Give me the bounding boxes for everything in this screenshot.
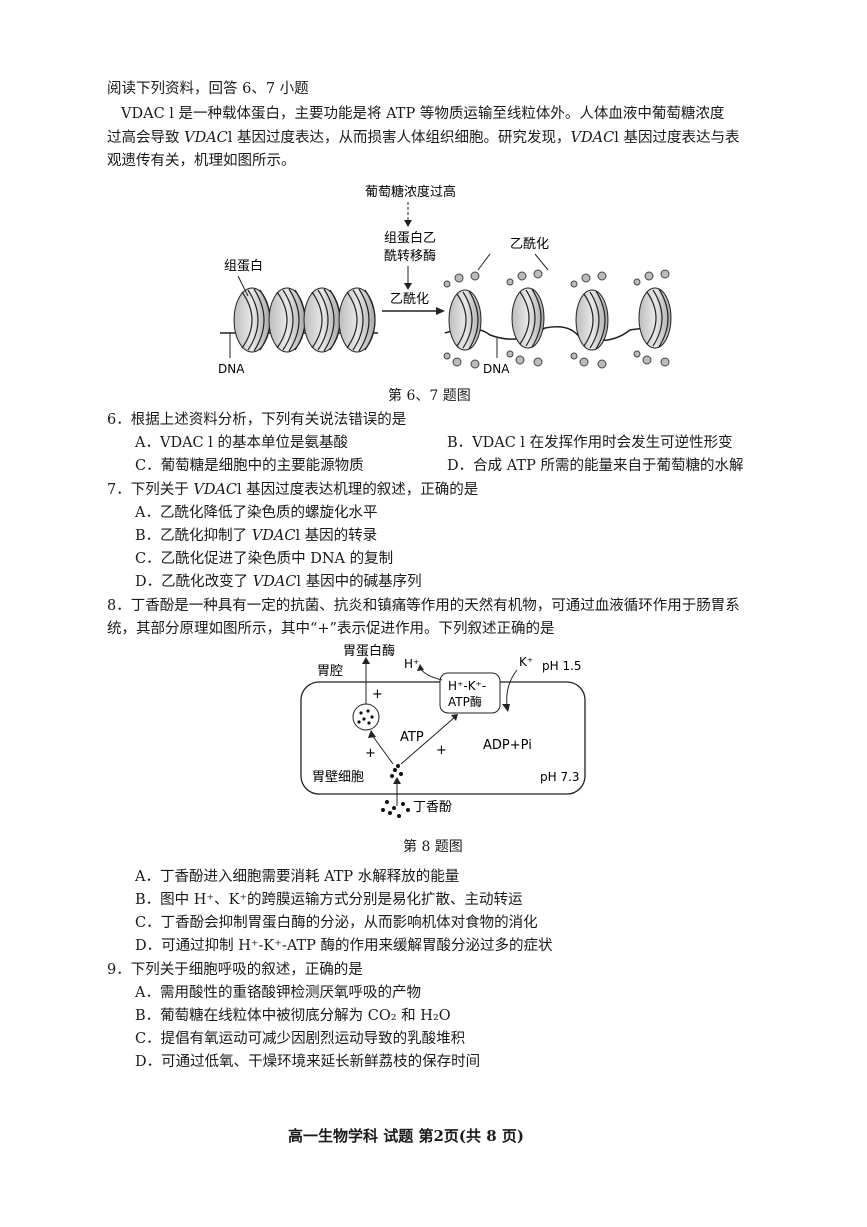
ph-inside-label: pH 7.3: [540, 770, 580, 784]
q9-option-c: C．提倡有氧运动可减少因剧烈运动导致的乳酸堆积: [135, 1031, 466, 1047]
proton-pump: [439, 672, 501, 714]
plus-sign-1: +: [372, 687, 383, 702]
dna-label-left: DNA: [218, 362, 245, 376]
pepsin-label: 胃蛋白酶: [343, 643, 395, 659]
q7-option-b: B．乙酰化抑制了 VDACl 基因的转录: [135, 528, 378, 544]
adp-label: ADP+Pi: [483, 738, 532, 753]
q6-stem: 6．根据上述资料分析，下列有关说法错误的是: [107, 412, 407, 428]
lumen-label: 胃腔: [317, 664, 343, 679]
acetylation-label: 乙酰化: [510, 237, 549, 252]
dna-label-right: DNA: [483, 362, 510, 376]
q7-option-c: C．乙酰化促进了染色质中 DNA 的复制: [135, 551, 394, 567]
enzyme-label-1: 组蛋白乙: [384, 230, 436, 246]
acetylation-arrow-label: 乙酰化: [390, 292, 429, 307]
q6-option-c: C．葡萄糖是细胞中的主要能源物质: [135, 458, 364, 474]
pump-label-1: H⁺-K⁺-: [448, 679, 486, 693]
eugenol-label: 丁香酚: [413, 800, 452, 815]
q8-stem-1: 8．丁香酚是一种具有一定的抗菌、抗炎和镇痛等作用的天然有机物，可通过血液循环作用…: [107, 598, 740, 614]
h-ion-label: H⁺: [404, 657, 419, 671]
q7-option-a: A．乙酰化降低了染色质的螺旋化水平: [135, 505, 378, 521]
q6-option-d: D．合成 ATP 所需的能量来自于葡萄糖的水解: [447, 458, 744, 474]
q9-stem: 9．下列关于细胞呼吸的叙述，正确的是: [107, 962, 363, 978]
nucleosome-group-right: [443, 269, 672, 369]
q9-option-d: D．可通过低氧、干燥环境来延长新鲜荔枝的保存时间: [135, 1054, 481, 1070]
plus-sign-3: +: [436, 743, 447, 758]
q8-option-d: D．可通过抑制 H⁺-K⁺-ATP 酶的作用来缓解胃酸分泌过多的症状: [135, 938, 553, 954]
intro-line-1: VDAC l 是一种载体蛋白，主要功能是将 ATP 等物质运输至线粒体外。人体血…: [121, 106, 725, 122]
q8-option-c: C．丁香酚会抑制胃蛋白酶的分泌，从而影响机体对食物的消化: [135, 915, 538, 931]
epigenetics-diagram: 组蛋白 DNA 葡萄糖浓度过高 组蛋白乙 酰转移酶 乙酰化 DNA 乙酰化: [218, 184, 672, 376]
q8-option-a: A．丁香酚进入细胞需要消耗 ATP 水解释放的能量: [135, 869, 460, 885]
figure-8-caption: 第 8 题图: [403, 839, 463, 855]
glucose-label: 葡萄糖浓度过高: [365, 184, 456, 200]
vesicle: [352, 703, 380, 731]
q9-option-a: A．需用酸性的重铬酸钾检测厌氧呼吸的产物: [135, 985, 421, 1001]
q8-option-b: B．图中 H⁺、K⁺的跨膜运输方式分别是易化扩散、主动转运: [135, 892, 523, 908]
q8-stem-2: 统，其部分原理如图所示，其中“+”表示促进作用。下列叙述正确的是: [107, 621, 555, 637]
cell-label: 胃壁细胞: [312, 770, 364, 785]
q6-option-a: A．VDAC l 的基本单位是氨基酸: [135, 435, 348, 451]
intro-line-3: 观遗传有关，机理如图所示。: [107, 153, 296, 169]
q7-option-d: D．乙酰化改变了 VDACl 基因中的碱基序列: [135, 574, 422, 590]
pump-label-2: ATP酶: [448, 694, 482, 709]
figure-67-caption: 第 6、7 题图: [388, 388, 471, 404]
intro-line-2: 过高会导致 VDACl 基因过度表达，从而损害人体组织细胞。研究发现，VDACl…: [107, 130, 740, 146]
nucleosome-group-left: [233, 287, 376, 353]
intro-heading: 阅读下列资料，回答 6、7 小题: [107, 81, 309, 97]
enzyme-label-2: 酰转移酶: [384, 248, 436, 264]
q9-option-b: B．葡萄糖在线粒体中被彻底分解为 CO₂ 和 H₂O: [135, 1008, 451, 1024]
k-ion-label: K⁺: [519, 655, 533, 669]
page-footer: 高一生物学科 试题 第2页(共 8 页): [288, 1127, 524, 1145]
histone-label: 组蛋白: [224, 258, 263, 274]
plus-sign-2: +: [365, 746, 376, 761]
ph-outside-label: pH 1.5: [542, 659, 582, 673]
q7-stem: 7．下列关于 VDACl 基因过度表达机理的叙述，正确的是: [107, 482, 479, 498]
q6-option-b: B．VDAC l 在发挥作用时会发生可逆性形变: [447, 435, 733, 451]
stomach-cell-diagram: 胃蛋白酶 胃腔 + H⁺ H⁺-K⁺- ATP酶 K⁺ pH 1.5 ATP A…: [300, 643, 586, 818]
atp-label: ATP: [400, 730, 424, 745]
